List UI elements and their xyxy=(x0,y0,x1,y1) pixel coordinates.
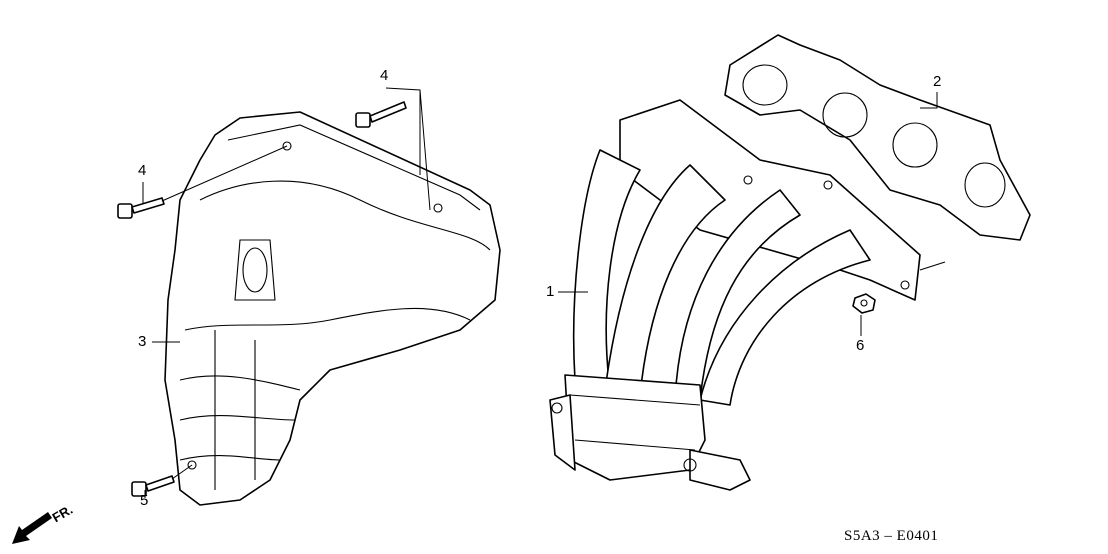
leader-lines xyxy=(142,87,946,498)
callout-6: 6 xyxy=(856,337,865,354)
front-arrow-icon xyxy=(12,512,52,544)
callout-4-upper: 4 xyxy=(380,67,389,84)
callout-1: 1 xyxy=(546,283,555,300)
manifold-gasket xyxy=(724,34,1031,241)
drawing-code: S5A3 – E0401 xyxy=(844,528,939,544)
bolt-lower xyxy=(131,475,175,497)
heat-shield xyxy=(164,111,501,506)
nut xyxy=(852,293,876,314)
callout-4-left: 4 xyxy=(138,162,147,179)
callout-5: 5 xyxy=(140,492,149,509)
callout-3: 3 xyxy=(138,333,147,350)
bolt-upper xyxy=(355,101,407,128)
callout-2: 2 xyxy=(933,73,942,90)
exhaust-manifold xyxy=(549,99,921,491)
bolt-left xyxy=(117,197,165,219)
